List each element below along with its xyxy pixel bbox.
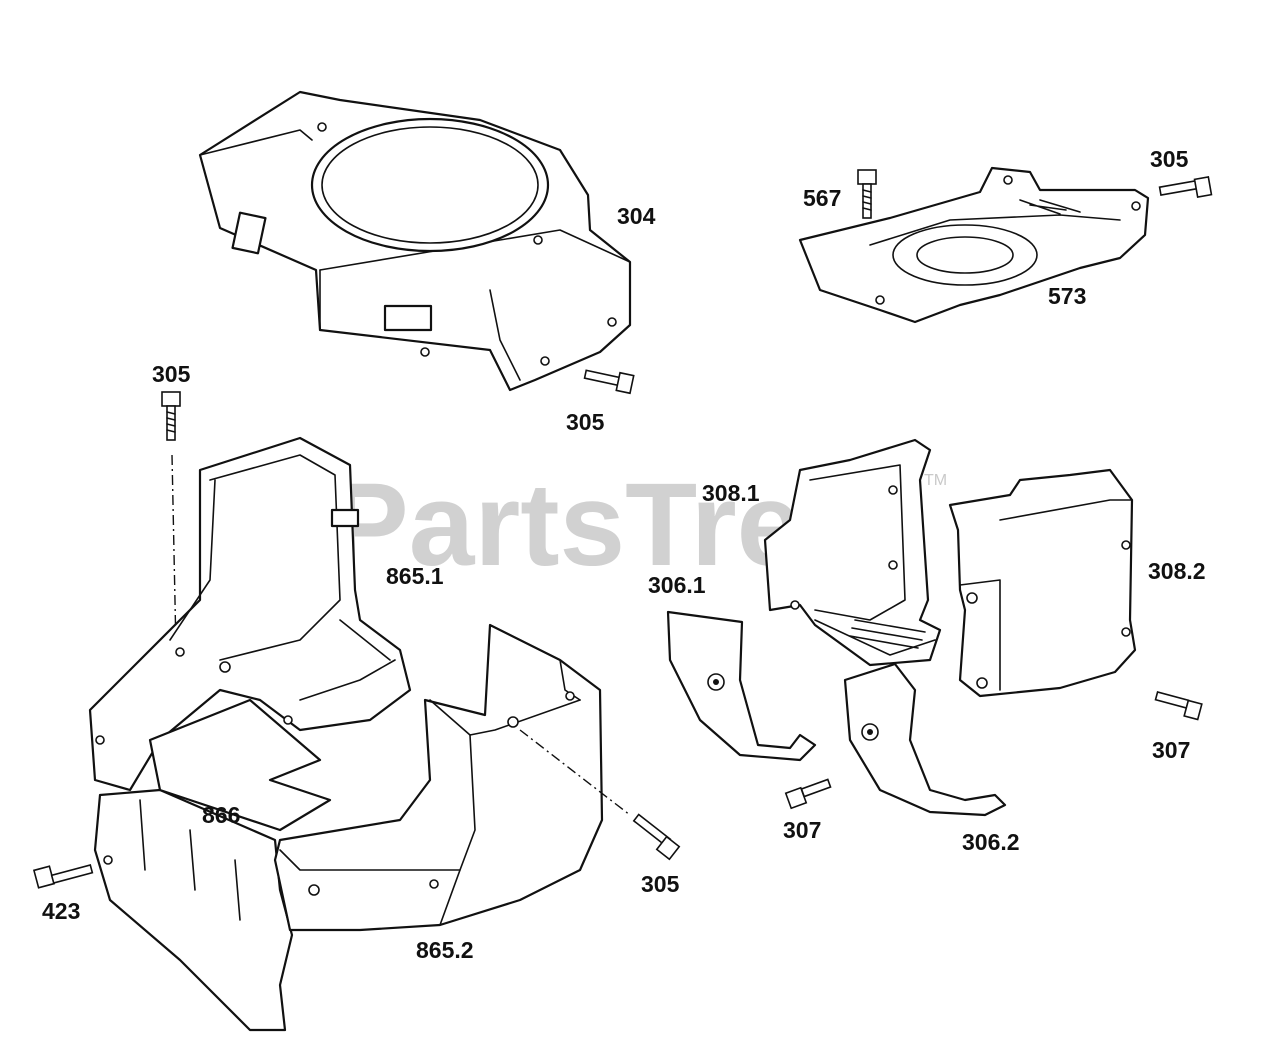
label-866: 866: [202, 802, 240, 828]
part-573-shield-plate[interactable]: [798, 166, 1150, 324]
part-567-bolt[interactable]: [857, 169, 877, 219]
part-865-1-cylinder-cover[interactable]: [88, 436, 412, 792]
part-307-bolt-right[interactable]: [1154, 691, 1203, 721]
label-308-1: 308.1: [702, 480, 760, 506]
part-304-blower-housing[interactable]: [198, 90, 632, 392]
label-308-2: 308.2: [1148, 558, 1206, 584]
part-306-2-deflector[interactable]: [843, 662, 1007, 817]
part-308-2-side-shield[interactable]: [948, 468, 1137, 698]
label-307-left: 307: [783, 817, 821, 843]
label-304: 304: [617, 203, 656, 229]
label-305-top-right: 305: [1150, 146, 1189, 172]
label-305-left: 305: [152, 361, 191, 387]
part-307-bolt-left[interactable]: [784, 778, 832, 810]
part-866-base-shroud[interactable]: [93, 698, 332, 1032]
label-423: 423: [42, 898, 80, 924]
label-305-mid: 305: [566, 409, 605, 435]
label-573: 573: [1048, 283, 1086, 309]
label-307-right: 307: [1152, 737, 1190, 763]
part-423-bolt[interactable]: [32, 863, 94, 889]
label-567: 567: [803, 185, 841, 211]
part-865-2-lower-cover[interactable]: [273, 623, 604, 932]
part-308-1-cylinder-shield[interactable]: [763, 438, 942, 667]
label-865-2: 865.2: [416, 937, 474, 963]
watermark-trademark: TM: [924, 472, 947, 489]
label-305-bottom: 305: [641, 871, 680, 897]
part-305-bolt-top-right[interactable]: [1158, 175, 1213, 199]
label-306-2: 306.2: [962, 829, 1020, 855]
label-306-1: 306.1: [648, 572, 706, 598]
part-305-bolt-mid[interactable]: [583, 369, 635, 395]
label-865-1: 865.1: [386, 563, 444, 589]
part-305-bolt-bottom[interactable]: [632, 813, 681, 861]
part-305-bolt-left[interactable]: [161, 391, 181, 441]
part-306-1-deflector[interactable]: [666, 610, 817, 762]
assembly-line-left: [171, 454, 177, 651]
assembly-line-right: [519, 729, 631, 816]
